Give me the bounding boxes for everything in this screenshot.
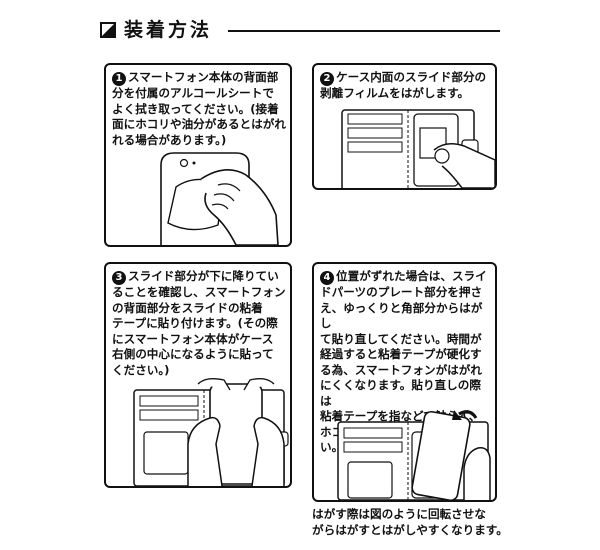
- attach-phone-illustration: [133, 378, 289, 486]
- header-rule: [228, 30, 500, 32]
- page-title: 装着方法: [124, 19, 213, 41]
- step-3-number: 3: [112, 271, 126, 285]
- step-1-number: 1: [112, 72, 126, 86]
- section-header: 装着方法: [100, 18, 500, 44]
- checkbox-icon: [100, 22, 116, 38]
- step-2-number: 2: [320, 72, 334, 86]
- step-1-description: スマートフォン本体の背面部 分を付属のアルコールシートで よく拭き取ってください…: [112, 70, 286, 147]
- rotation-tip-note: はがす際は図のように回転させな がらはがすとはがしやすくなります。: [312, 507, 508, 537]
- peel-film-illustration: [341, 109, 495, 188]
- step-3-description: スライド部分が下に降りてい ることを確認し、スマートフォン の背面部分をスライド…: [112, 269, 286, 377]
- step-4-number: 4: [320, 271, 334, 285]
- reposition-phone-illustration: [337, 410, 491, 500]
- step-2-description: ケース内面のスライド部分の 剥離フィルムをはがします。: [320, 70, 487, 100]
- wipe-phone-illustration: [160, 152, 279, 245]
